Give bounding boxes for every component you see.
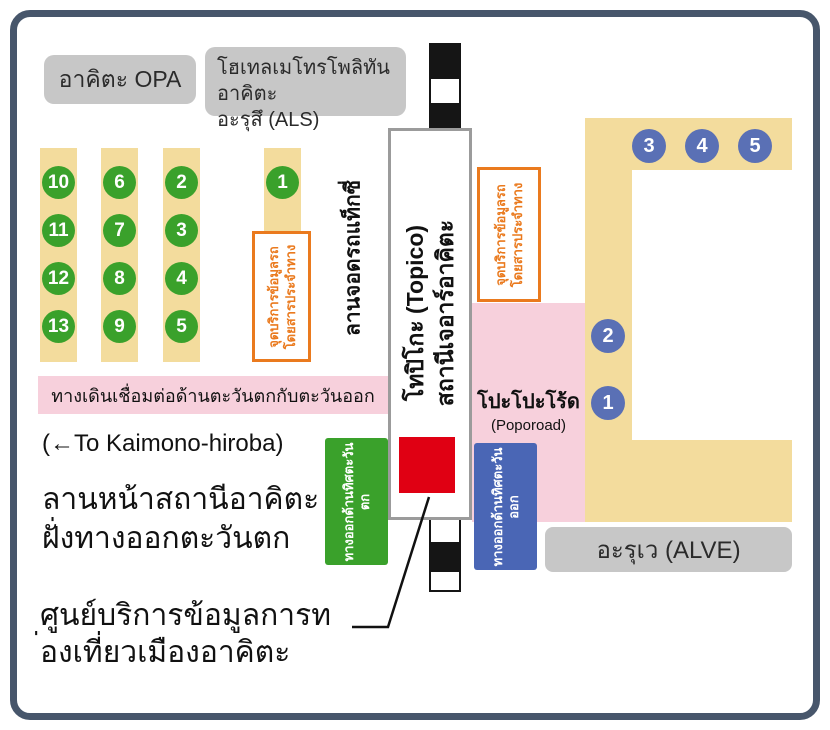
hotel-label-line2: อะรุสึ (ALS) — [217, 109, 320, 131]
bus-stop-west-3: 3 — [165, 214, 198, 247]
building-hotel-metropolitan: โฮเทลเมโทรโพลิทันอาคิตะ อะรุสึ (ALS) — [205, 47, 406, 131]
bus-stop-west-11: 11 — [42, 214, 75, 247]
kaimono-hiroba-label: (←To Kaimono-hiroba) — [42, 430, 284, 457]
bus-stop-west-10: 10 — [42, 166, 75, 199]
poporoad-label-line2: (Poporoad) — [490, 417, 567, 434]
building-alve: อะรุเว (ALVE) — [545, 527, 792, 572]
west-exit-label-line2: ตก — [356, 493, 372, 510]
tourist-info-label-line1: ศูนย์บริการข้อมูลการท — [40, 599, 331, 632]
walkway-label: ทางเดินเชื่อมต่อด้านตะวันตกกับตะวันออก — [51, 385, 375, 406]
west-plaza-label-line2: ฝั่งทางออกตะวันตก — [42, 522, 291, 555]
building-opa: อาคิตะ OPA — [44, 55, 196, 104]
bus-stop-west-2: 2 — [165, 166, 198, 199]
bus-stop-east-1: 1 — [591, 386, 625, 420]
poporoad-label-line1: โปะโปะโร้ด — [477, 391, 580, 413]
tourist-info-marker — [399, 437, 455, 493]
map-border — [10, 10, 820, 720]
bus-stop-east-4: 4 — [685, 129, 719, 163]
bus-stop-west-4: 4 — [165, 262, 198, 295]
bus-stop-west-1: 1 — [266, 166, 299, 199]
poporoad-area: โปะโปะโร้ด (Poporoad) — [472, 303, 585, 522]
railway-track-south — [429, 516, 461, 592]
west-exit-label-line1: ทางออกด้านทิศตะวัน — [340, 442, 356, 561]
east-exit-label-line2: ออก — [505, 494, 521, 519]
bus-info-box-west: จุดบริการข้อมูลรถ โดยสารประจำทาง — [252, 231, 311, 362]
bus-info-west-line1: จุดบริการข้อมูลรถ — [265, 245, 281, 348]
bus-info-west-line2: โดยสารประจำทาง — [282, 244, 298, 349]
building-alve-label: อะรุเว (ALVE) — [596, 537, 741, 564]
building-opa-label: อาคิตะ OPA — [58, 65, 182, 92]
tourist-info-label-line2: ่องเที่ยวเมืองอาคิตะ — [40, 636, 291, 669]
bus-stop-west-7: 7 — [103, 214, 136, 247]
bus-stop-west-8: 8 — [103, 262, 136, 295]
bus-stop-west-5: 5 — [165, 310, 198, 343]
east-plaza-road-bottom — [585, 440, 792, 522]
railway-track-north — [429, 43, 461, 131]
bus-stop-east-3: 3 — [632, 129, 666, 163]
west-plaza-label-line1: ลานหน้าสถานีอาคิตะ — [42, 483, 320, 516]
taxi-area-label: ลานจอดรถแท็กซี่ — [341, 180, 365, 336]
bus-stop-east-5: 5 — [738, 129, 772, 163]
hotel-label-line1: โฮเทลเมโทรโพลิทันอาคิตะ — [217, 57, 390, 105]
east-exit-label-line1: ทางออกด้านทิศตะวัน — [489, 447, 505, 566]
east-exit: ทางออกด้านทิศตะวัน ออก — [474, 443, 537, 570]
bus-info-box-east: จุดบริการข้อมูลรถ โดยสารประจำทาง — [477, 167, 541, 302]
west-exit: ทางออกด้านทิศตะวัน ตก — [325, 438, 388, 565]
tourist-info-label: ศูนย์บริการข้อมูลการท ่องเที่ยวเมืองอาคิ… — [40, 597, 331, 671]
bus-stop-east-2: 2 — [591, 319, 625, 353]
east-west-walkway: ทางเดินเชื่อมต่อด้านตะวันตกกับตะวันออก — [38, 376, 388, 414]
bus-stop-west-9: 9 — [103, 310, 136, 343]
bus-stop-west-12: 12 — [42, 262, 75, 295]
bus-info-east-line1: จุดบริการข้อมูลรถ — [493, 183, 508, 286]
bus-stop-west-13: 13 — [42, 310, 75, 343]
station-name-line2: สถานีเจอาร์อาคิตะ — [432, 219, 458, 407]
bus-info-east-line2: โดยสารประจำทาง — [510, 182, 525, 287]
station-name-line1: โทปิโกะ (Topico) — [402, 224, 428, 402]
bus-stop-west-6: 6 — [103, 166, 136, 199]
west-plaza-label: ลานหน้าสถานีอาคิตะ ฝั่งทางออกตะวันตก — [42, 480, 319, 558]
